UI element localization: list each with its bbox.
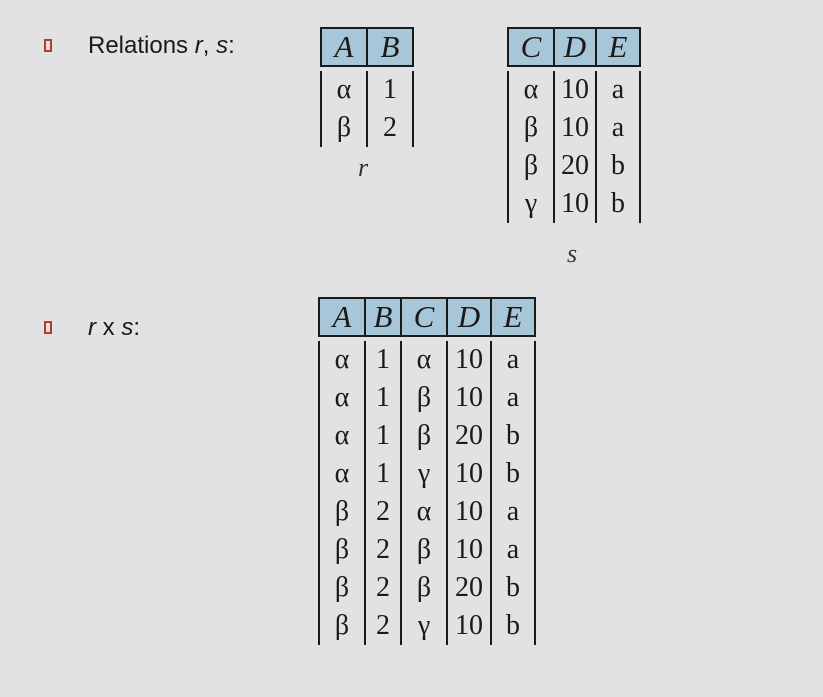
table-cell: a [595,71,641,109]
relation-s: C D E α 10 a β 10 a β 20 b γ 10 b [507,27,641,223]
product-s: s [121,314,134,341]
column-header: C [507,27,555,67]
table-cell: 2 [364,607,402,645]
table-cell: 20 [553,147,597,185]
column-header: D [446,297,492,337]
table-cell: 2 [366,109,414,147]
table-cell: α [318,341,366,379]
table-cell: 1 [364,455,402,493]
relation-r: A B α 1 β 2 [320,27,414,147]
table-cell: a [490,341,536,379]
relations-s: s [216,32,229,59]
bullet-icon [44,39,52,52]
table-cell: α [507,71,555,109]
table-cell: 1 [364,417,402,455]
table-cell: 10 [446,379,492,417]
table-cell: a [490,493,536,531]
column-header: A [318,297,366,337]
table-cell: b [490,569,536,607]
table-cell: β [507,147,555,185]
product-label: r x s: [88,314,140,342]
table-cell: 10 [446,531,492,569]
table-cell: β [400,417,448,455]
table-cell: α [318,455,366,493]
table-cell: 10 [446,341,492,379]
table-cell: b [595,185,641,223]
relations-sep: , [202,32,217,59]
column-header: A [320,27,368,67]
table-cell: γ [507,185,555,223]
table-cell: 20 [446,417,492,455]
table-cell: β [318,493,366,531]
table-cell: β [400,379,448,417]
relations-prefix: Relations [88,32,195,59]
table-cell: β [507,109,555,147]
table-cell: b [490,455,536,493]
table-cell: α [400,493,448,531]
table-cell: b [490,607,536,645]
column-header: E [490,297,536,337]
column-header: C [400,297,448,337]
table-cell: 10 [446,493,492,531]
table-cell: b [490,417,536,455]
column-header: D [553,27,597,67]
table-cell: α [318,379,366,417]
table-cell: β [400,531,448,569]
column-header: B [366,27,414,67]
product-op: x [96,314,122,341]
bullet-icon [44,321,52,334]
relation-r-table: A B α 1 β 2 [320,27,414,147]
product-table: A B C D E α 1 α 10 a α 1 β 10 a α 1 β 20… [318,297,536,645]
table-cell: 1 [364,341,402,379]
table-cell: 2 [364,493,402,531]
table-cell: 10 [553,109,597,147]
relations-r: r [194,32,203,59]
table-cell: α [400,341,448,379]
table-cell: γ [400,455,448,493]
product-r: r [88,314,96,341]
relations-label: Relations r, s: [88,32,235,60]
relation-s-caption: s [567,239,578,268]
column-header: B [364,297,402,337]
table-cell: 20 [446,569,492,607]
table-cell: 10 [553,71,597,109]
product-suffix: : [133,314,141,341]
relations-suffix: : [228,32,235,59]
table-cell: β [318,569,366,607]
table-cell: 10 [446,455,492,493]
column-header: E [595,27,641,67]
table-cell: a [595,109,641,147]
table-cell: a [490,531,536,569]
relation-rxs: A B C D E α 1 α 10 a α 1 β 10 a α 1 β 20… [318,297,536,645]
table-cell: 1 [366,71,414,109]
relation-r-caption: r [358,153,369,182]
table-cell: α [320,71,368,109]
relation-s-table: C D E α 10 a β 10 a β 20 b γ 10 b [507,27,641,223]
table-cell: β [318,607,366,645]
table-cell: a [490,379,536,417]
table-cell: b [595,147,641,185]
table-cell: β [400,569,448,607]
table-cell: 10 [553,185,597,223]
table-cell: 2 [364,531,402,569]
table-cell: γ [400,607,448,645]
table-cell: β [318,531,366,569]
table-cell: 2 [364,569,402,607]
table-cell: 1 [364,379,402,417]
table-cell: α [318,417,366,455]
table-cell: β [320,109,368,147]
table-cell: 10 [446,607,492,645]
